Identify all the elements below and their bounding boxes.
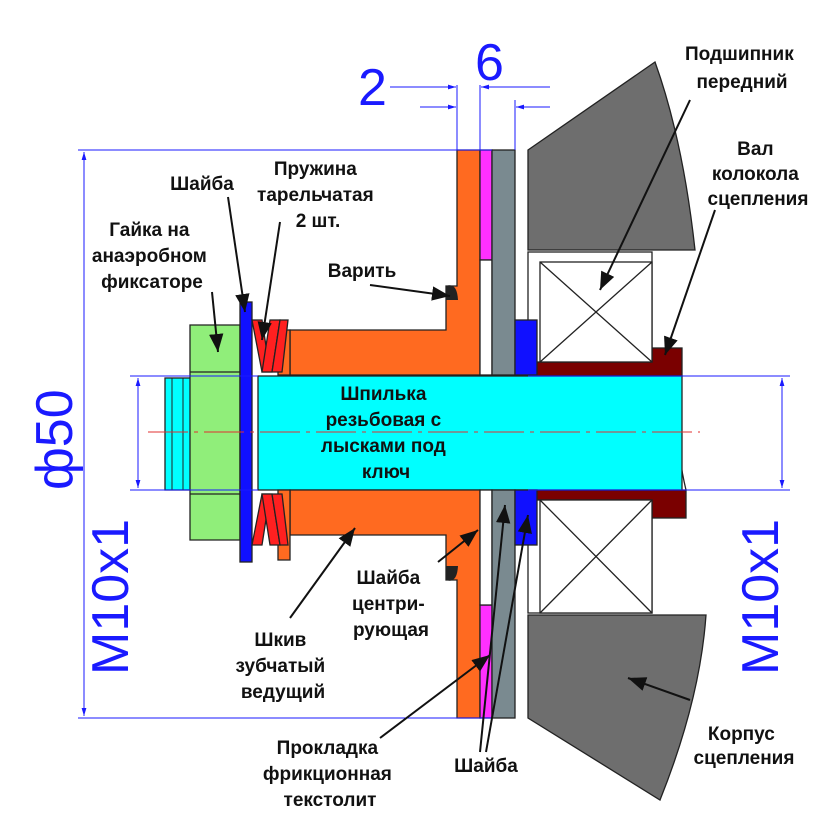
- label-pulley: Шкив зубчатый ведущий: [236, 630, 331, 703]
- centering-washer-lower: [514, 489, 538, 546]
- dim-2: 2: [358, 59, 387, 117]
- disc-springs-lower: [251, 493, 289, 546]
- label-nut: Гайка на анаэробном фиксаторе: [92, 220, 212, 293]
- label-bell-shaft: Вал колокола сцепления: [708, 139, 809, 210]
- label-stud: Шпилька резьбовая с лысками под ключ: [321, 384, 451, 483]
- label-housing: Корпус сцепления: [694, 724, 795, 769]
- gray-washer-lower: [491, 489, 516, 719]
- label-washer-top: Шайба: [170, 174, 234, 195]
- label-weld: Варить: [328, 261, 397, 282]
- friction-pad-gap-lower: [479, 489, 493, 606]
- friction-pad-gap-upper: [479, 259, 493, 376]
- dim-thread-right: M10x1: [732, 519, 790, 675]
- bearing-lower: [527, 499, 653, 614]
- friction-pad-upper: [479, 149, 493, 261]
- disc-springs-upper: [251, 319, 289, 373]
- label-spring: Пружина тарельчатая 2 шт.: [257, 159, 379, 232]
- stud-body: [257, 375, 683, 491]
- label-friction-pad: Прокладка фрикционная текстолит: [263, 738, 397, 811]
- label-bearing: Подшипник передний: [685, 44, 799, 93]
- leader-lines: [209, 99, 716, 753]
- gray-washer-upper: [491, 149, 516, 376]
- dimension-lines: [78, 84, 790, 719]
- housing-upper: [527, 60, 696, 251]
- bearing-upper: [527, 251, 653, 363]
- dim-phi50: ф50: [26, 389, 84, 490]
- centering-washer-upper: [514, 319, 538, 376]
- label-washer-bottom: Шайба: [454, 756, 518, 777]
- dim-6: 6: [475, 34, 504, 92]
- housing-lower: [527, 614, 707, 801]
- weld-lower: [446, 566, 458, 581]
- label-centering-washer: Шайба центри- рующая: [352, 568, 430, 641]
- dim-thread-left: M10x1: [82, 519, 140, 675]
